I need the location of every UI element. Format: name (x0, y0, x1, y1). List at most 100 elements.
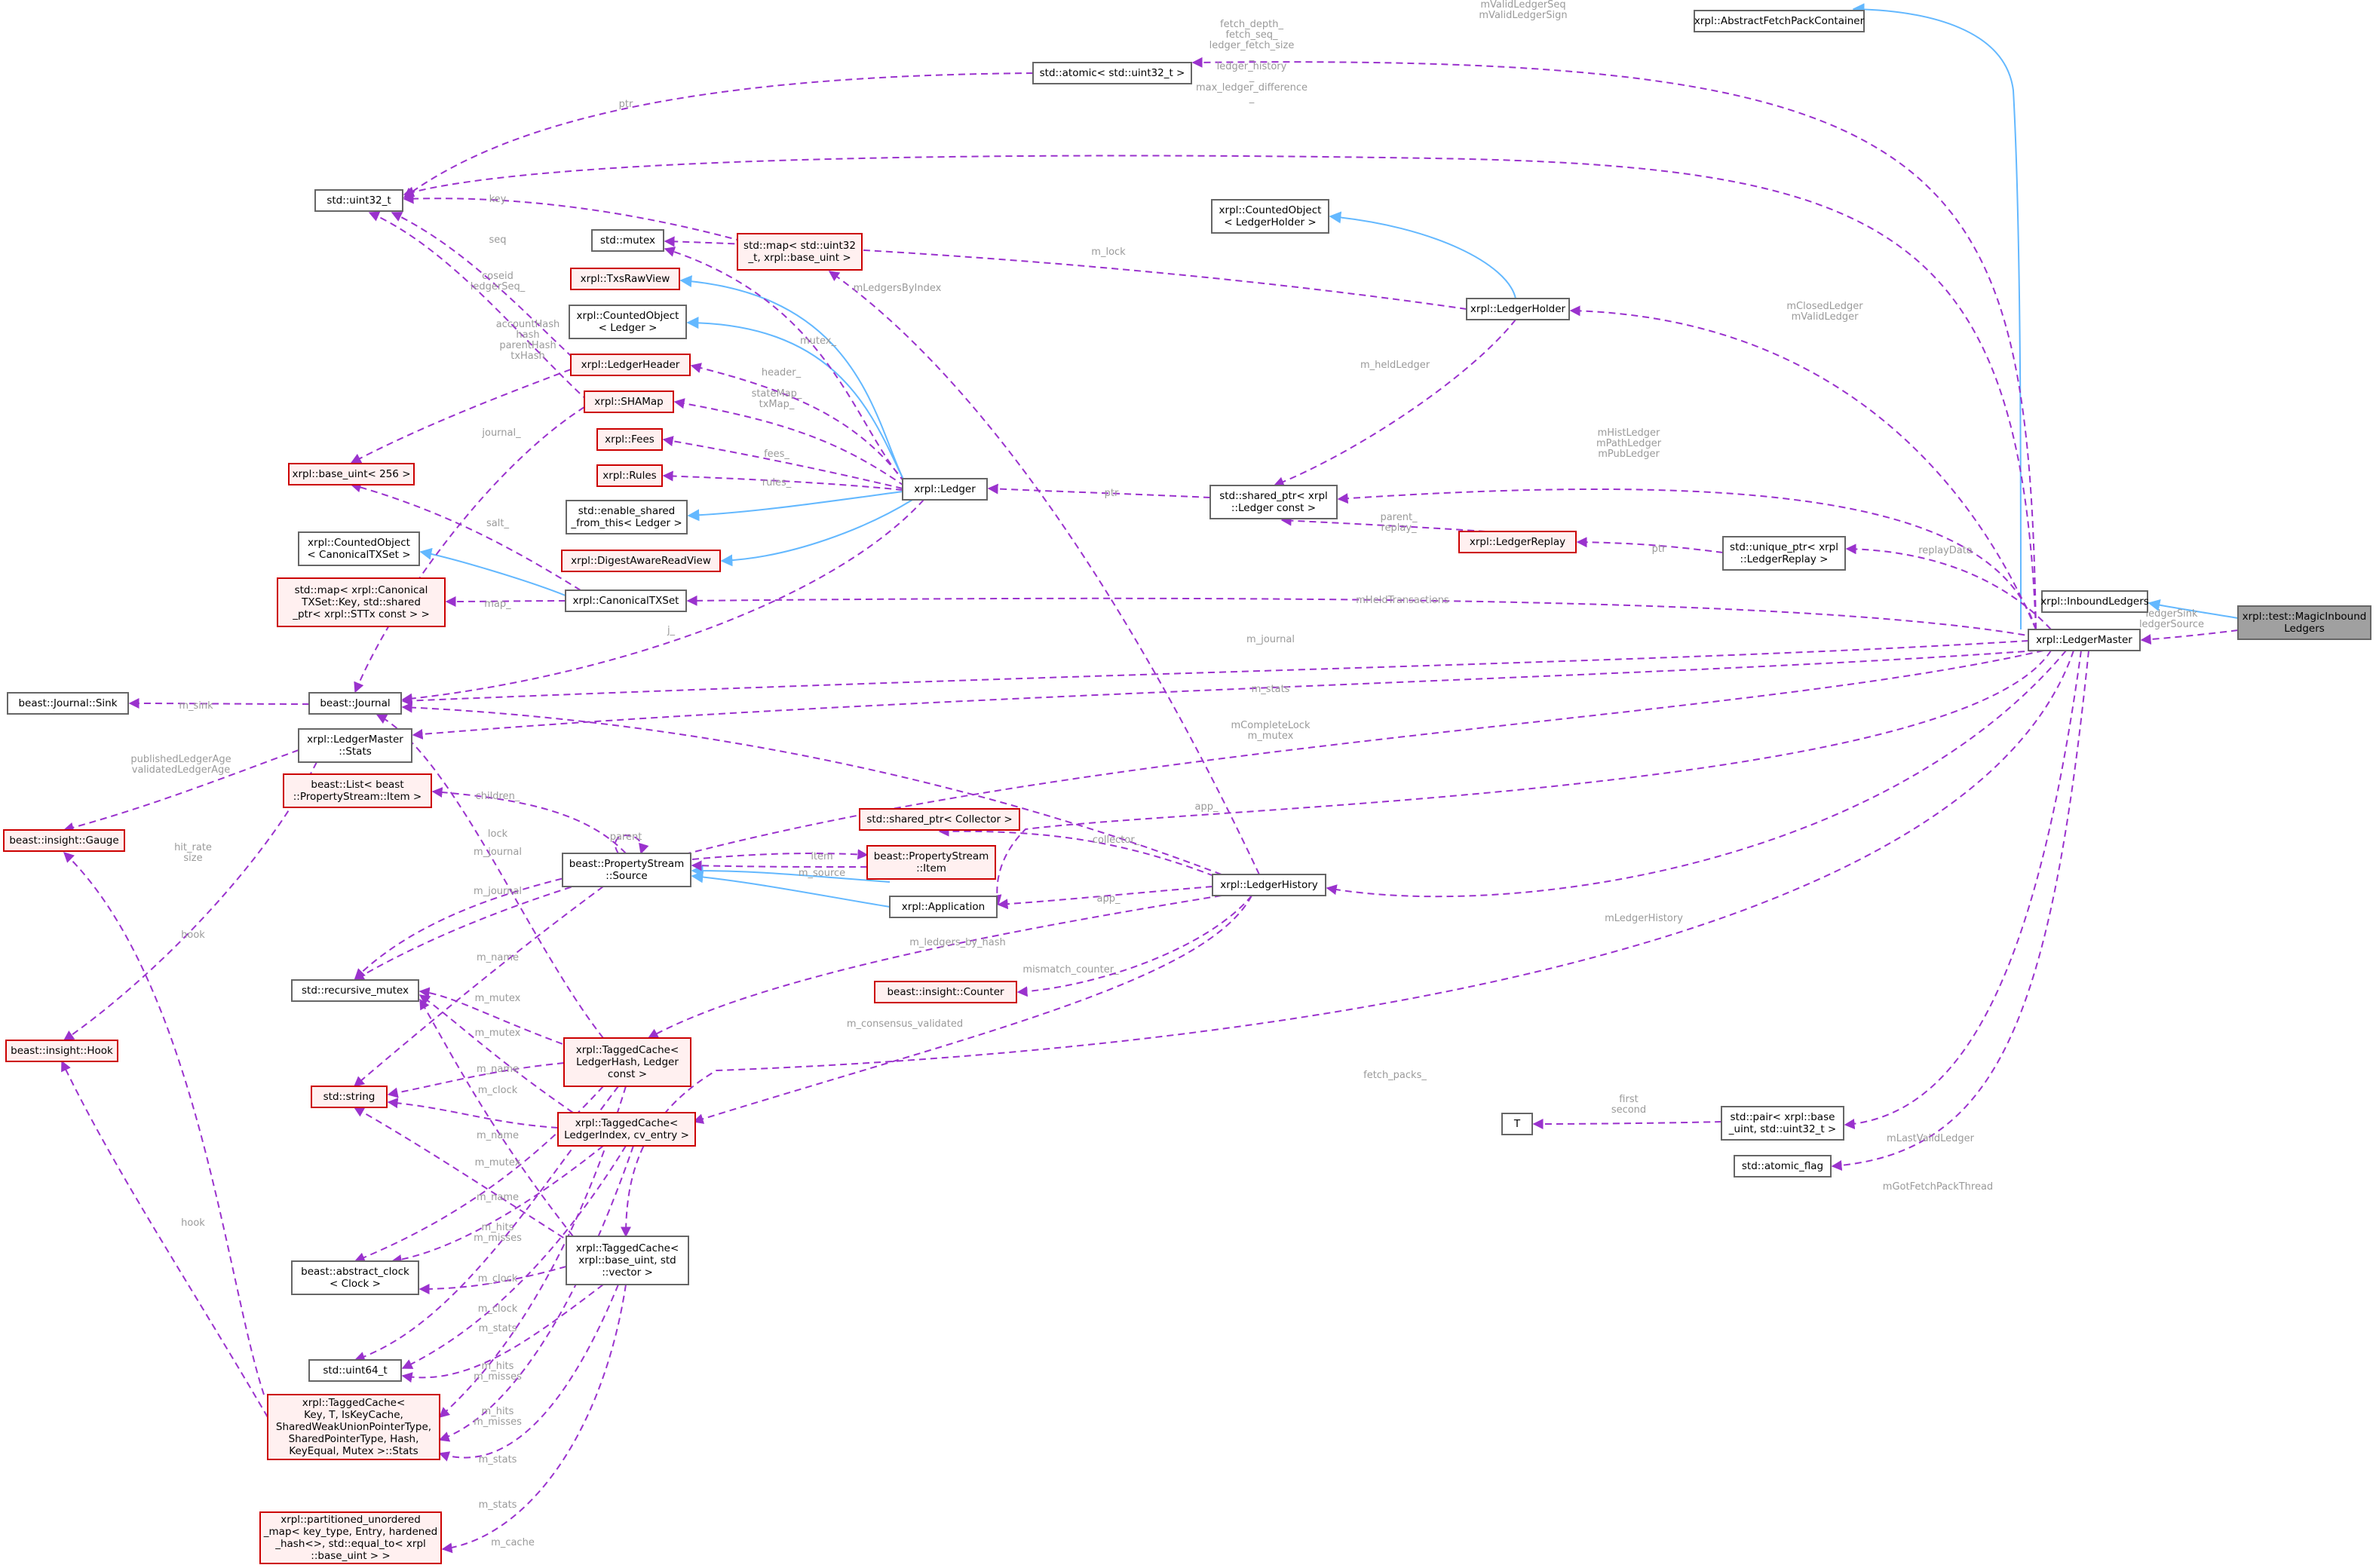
class-node-journal-sink[interactable]: beast::Journal::Sink (7, 692, 129, 715)
dependency-edge-application-to-ledgermaster (991, 650, 2052, 906)
edge-label-header: header_ (762, 367, 802, 378)
class-node-atomic-flag[interactable]: std::atomic_flag (1734, 1155, 1832, 1178)
dependency-edge-uint32_t-to-ledgermaster (403, 155, 2037, 630)
class-node-ledgerheader[interactable]: xrpl::LedgerHeader (570, 354, 691, 376)
class-node-pair[interactable]: std::pair< xrpl::base_uint, std::uint32_… (1721, 1106, 1844, 1141)
class-node-label: beast::abstract_clock< Clock > (301, 1266, 409, 1290)
class-node-label: std::atomic_flag (1742, 1160, 1823, 1172)
class-node-lm-stats[interactable]: xrpl::LedgerMaster::Stats (298, 728, 412, 763)
class-node-uint64-t[interactable]: std::uint64_t (308, 1359, 402, 1382)
class-node-hook[interactable]: beast::insight::Hook (5, 1040, 118, 1062)
class-node-map-uint32[interactable]: std::map< std::uint32_t, xrpl::base_uint… (737, 233, 863, 271)
class-node-label: xrpl::Fees (605, 433, 655, 446)
class-node-ledgermaster[interactable]: xrpl::LedgerMaster (2028, 629, 2141, 651)
class-node-shared-ptr-ledger[interactable]: std::shared_ptr< xrpl::Ledger const > (1209, 485, 1338, 519)
class-node-ledger[interactable]: xrpl::Ledger (902, 478, 988, 501)
class-node-enable-shared[interactable]: std::enable_shared_from_this< Ledger > (566, 500, 688, 534)
class-node-canonicaltxset[interactable]: xrpl::CanonicalTXSet (565, 590, 687, 612)
class-node-tc-ledgerindex[interactable]: xrpl::TaggedCache<LedgerIndex, cv_entry … (557, 1112, 696, 1147)
class-node-application[interactable]: xrpl::Application (889, 896, 998, 918)
class-node-uint32-t[interactable]: std::uint32_t (314, 189, 403, 212)
edge-label-mLedgerHistory: mLedgerHistory (1605, 913, 1683, 924)
dependency-edge-journal-to-shamap (354, 406, 585, 694)
dependency-edge-pair-to-ledgermaster (1844, 650, 2082, 1129)
class-node-label: xrpl::LedgerHolder (1470, 303, 1566, 315)
dependency-edge-tc_ledgerindex-to-ledgerhistory (692, 895, 1252, 1124)
class-node-base-uint256[interactable]: xrpl::base_uint< 256 > (288, 463, 415, 485)
edge-label-salt: salt_ (486, 518, 509, 529)
dependency-edge-atomic_uint32-to-ledgermaster (1191, 57, 2037, 630)
class-node-label: std::unique_ptr< xrpl::LedgerReplay > (1730, 541, 1838, 565)
class-node-tc-base-uint[interactable]: xrpl::TaggedCache<xrpl::base_uint, std::… (566, 1236, 689, 1285)
class-node-tc-stats[interactable]: xrpl::TaggedCache<Key, T, IsKeyCache,Sha… (267, 1394, 440, 1460)
dependency-edge-hook-to-lm_stats (63, 761, 317, 1041)
edge-label-statemap: stateMap_txMap_ (752, 388, 802, 410)
class-node-shared-collector[interactable]: std::shared_ptr< Collector > (859, 808, 1020, 831)
class-node-T[interactable]: T (1501, 1113, 1533, 1135)
edge-label-ptr-atomic: ptr (619, 99, 633, 110)
class-node-gauge[interactable]: beast::insight::Gauge (3, 829, 125, 852)
class-node-ps-item[interactable]: beast::PropertyStream::Item (866, 845, 996, 880)
edge-label-m-mutex-a: m_mutex (475, 993, 521, 1004)
class-node-shamap[interactable]: xrpl::SHAMap (584, 390, 674, 413)
class-node-atomic-uint32[interactable]: std::atomic< std::uint32_t > (1032, 62, 1192, 84)
class-node-journal[interactable]: beast::Journal (308, 692, 402, 715)
dependency-edge-canonicaltxset-to-ledgermaster (686, 595, 2037, 638)
class-node-digestaware[interactable]: xrpl::DigestAwareReadView (561, 550, 721, 572)
class-node-partitioned-map[interactable]: xrpl::partitioned_unordered_map< key_typ… (259, 1511, 442, 1564)
class-node-list-item[interactable]: beast::List< beast::PropertyStream::Item… (283, 773, 432, 808)
class-node-abstract-clock[interactable]: beast::abstract_clock< Clock > (291, 1260, 419, 1295)
class-node-label: xrpl::LedgerMaster (2036, 634, 2132, 646)
dependency-edge-hook-to-tc_stats (61, 1060, 268, 1418)
class-node-fees[interactable]: xrpl::Fees (596, 428, 663, 451)
class-node-label: xrpl::TxsRawView (581, 273, 670, 285)
edge-label-fees: fees_ (764, 449, 789, 460)
class-node-rules[interactable]: xrpl::Rules (596, 464, 663, 487)
class-node-unique-ptr-replay[interactable]: std::unique_ptr< xrpl::LedgerReplay > (1722, 536, 1846, 571)
edge-label-app2: app_ (1097, 893, 1121, 905)
edge-label-journal-shamap: journal_ (481, 427, 521, 439)
class-node-counter[interactable]: beast::insight::Counter (874, 981, 1017, 1003)
class-node-label: xrpl::Ledger (914, 483, 976, 495)
dependency-edge-ps_source-to-ps_source (614, 835, 649, 855)
class-node-ledgerreplay[interactable]: xrpl::LedgerReplay (1458, 531, 1577, 553)
dependency-edge-journal-to-ledgerhistory (401, 702, 1222, 875)
dependency-edge-journal-to-tc_ledgerhash (376, 714, 604, 1039)
dependency-edge-uint32_t-to-map_uint32 (403, 193, 743, 242)
dependency-edge-uint32_t-to-shamap (368, 211, 589, 402)
class-node-label: xrpl::TaggedCache<LedgerIndex, cv_entry … (564, 1117, 689, 1141)
class-node-std-mutex[interactable]: std::mutex (591, 229, 664, 252)
dependency-edge-abstract_clock-to-tc_ledgerhash (354, 1086, 604, 1263)
edge-label-mLedgersByIndex: mLedgersByIndex (854, 283, 942, 294)
dependency-edge-std_string-to-ps_source (353, 886, 604, 1087)
edge-label-parent-replay: parent_replay_ (1380, 512, 1418, 534)
edge-label-m-journal-a: m_journal (474, 847, 522, 858)
edge-label-hook-b: hook (181, 1217, 205, 1229)
inheritance-edge-ledger-to-enable_shared (687, 491, 903, 522)
class-node-label: std::enable_shared_from_this< Ledger > (570, 505, 682, 529)
class-node-recursive-mutex[interactable]: std::recursive_mutex (291, 979, 419, 1002)
edge-label-replaydata: replayData (1918, 545, 1973, 556)
class-node-ledgerholder[interactable]: xrpl::LedgerHolder (1466, 298, 1570, 320)
class-node-abstract-fetch[interactable]: xrpl::AbstractFetchPackContainer (1694, 10, 1865, 32)
edge-label-m-name-c: m_name (477, 1192, 519, 1203)
dependency-edge-tc_stats-to-tc_ledgerindex (438, 1145, 634, 1442)
class-node-counted-ledger[interactable]: xrpl::CountedObject< Ledger > (569, 305, 687, 339)
class-node-ps-source[interactable]: beast::PropertyStream::Source (562, 853, 691, 887)
class-node-inboundledgers[interactable]: xrpl::InboundLedgers (2040, 590, 2149, 613)
class-node-label: xrpl::CountedObject< CanonicalTXSet > (307, 537, 410, 561)
class-node-counted-ledgerholder[interactable]: xrpl::CountedObject< LedgerHolder > (1211, 199, 1329, 234)
edge-label-j: j_ (667, 625, 676, 636)
class-node-txsrawview[interactable]: xrpl::TxsRawView (570, 268, 680, 290)
class-node-label: xrpl::TaggedCache<xrpl::base_uint, std::… (576, 1242, 679, 1279)
dependency-edge-abstract_clock-to-tc_ledgerindex (391, 1145, 604, 1265)
class-node-counted-canonical[interactable]: xrpl::CountedObject< CanonicalTXSet > (298, 531, 420, 566)
class-node-std-string[interactable]: std::string (311, 1086, 388, 1108)
class-node-ledgerhistory[interactable]: xrpl::LedgerHistory (1212, 874, 1326, 896)
inheritance-edge-canonicaltxset-to-counted_canonical (419, 547, 566, 596)
